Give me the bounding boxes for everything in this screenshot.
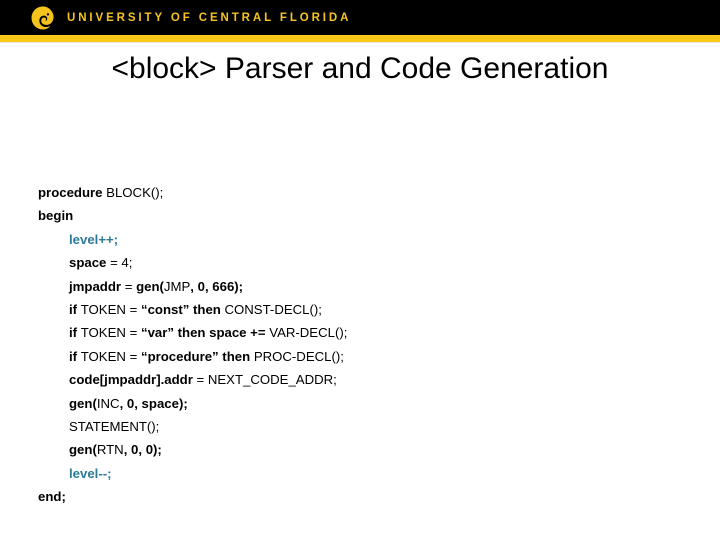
code-line: level++; [38,228,678,251]
code-token: JMP [163,278,191,294]
code-token: TOKEN = [80,301,141,317]
university-header-bar: UNIVERSITY OF CENTRAL FLORIDA [0,0,720,35]
code-token: space [69,255,111,271]
code-line: jmpaddr = gen(JMP, 0, 666); [38,275,678,298]
code-token: jmpaddr [69,278,125,294]
code-token: RTN [96,442,124,458]
pseudocode-block: procedure BLOCK(); begin level++; space = 4… [38,181,678,508]
code-line: if TOKEN = “var” then space += VAR-DECL(… [38,321,678,344]
code-token: , 0, space); [119,395,188,411]
code-token: if [69,325,81,341]
code-token: , 0, 666); [190,278,244,294]
code-line: if TOKEN = “const” then CONST-DECL(); [38,298,678,321]
code-line: code[jmpaddr].addr = NEXT_CODE_ADDR; [38,368,678,391]
code-line: gen(RTN, 0, 0); [38,438,678,461]
code-token: gen( [136,278,164,294]
code-token: if [69,348,81,364]
code-token: CONST-DECL(); [224,301,322,317]
ucf-pegasus-logo-icon [31,6,54,29]
code-token: “procedure” then [140,348,254,364]
code-line: procedure BLOCK(); [38,181,678,204]
code-token: “var” then space += [140,325,270,341]
code-token: VAR-DECL(); [269,325,348,341]
code-token: , 0, 0); [123,442,162,458]
university-wordmark: UNIVERSITY OF CENTRAL FLORIDA [67,11,352,24]
header-accent-shadow [0,42,720,43]
code-line: begin [38,204,678,227]
code-token-highlighted: level--; [69,465,112,481]
code-token: TOKEN = [80,348,141,364]
header-gold-accent-bar [0,35,720,42]
code-token: BLOCK(); [106,185,164,200]
code-token: = [124,278,137,294]
code-line: if TOKEN = “procedure” then PROC-DECL(); [38,345,678,368]
code-token: gen( [69,395,97,411]
code-token: procedure [38,185,107,200]
code-token: TOKEN = [80,325,141,341]
code-token: = NEXT_CODE_ADDR; [196,372,337,388]
code-line: space = 4; [38,251,678,274]
code-token: STATEMENT(); [69,418,160,434]
code-line: level--; [38,462,678,485]
code-token: gen( [69,442,97,458]
code-line: gen(INC, 0, space); [38,392,678,415]
code-token: = 4; [110,255,133,271]
code-token: code[jmpaddr].addr [69,372,197,388]
code-line: end; [38,485,678,508]
code-token: begin [38,208,74,224]
code-token: INC [96,395,120,411]
code-line: STATEMENT(); [38,415,678,438]
code-token: “const” then [140,301,225,317]
code-token: PROC-DECL(); [253,348,344,364]
slide-title: <block> Parser and Code Generation [111,52,609,85]
code-token: end; [38,489,66,505]
code-token: if [69,301,81,317]
code-token-highlighted: level++; [69,231,119,247]
